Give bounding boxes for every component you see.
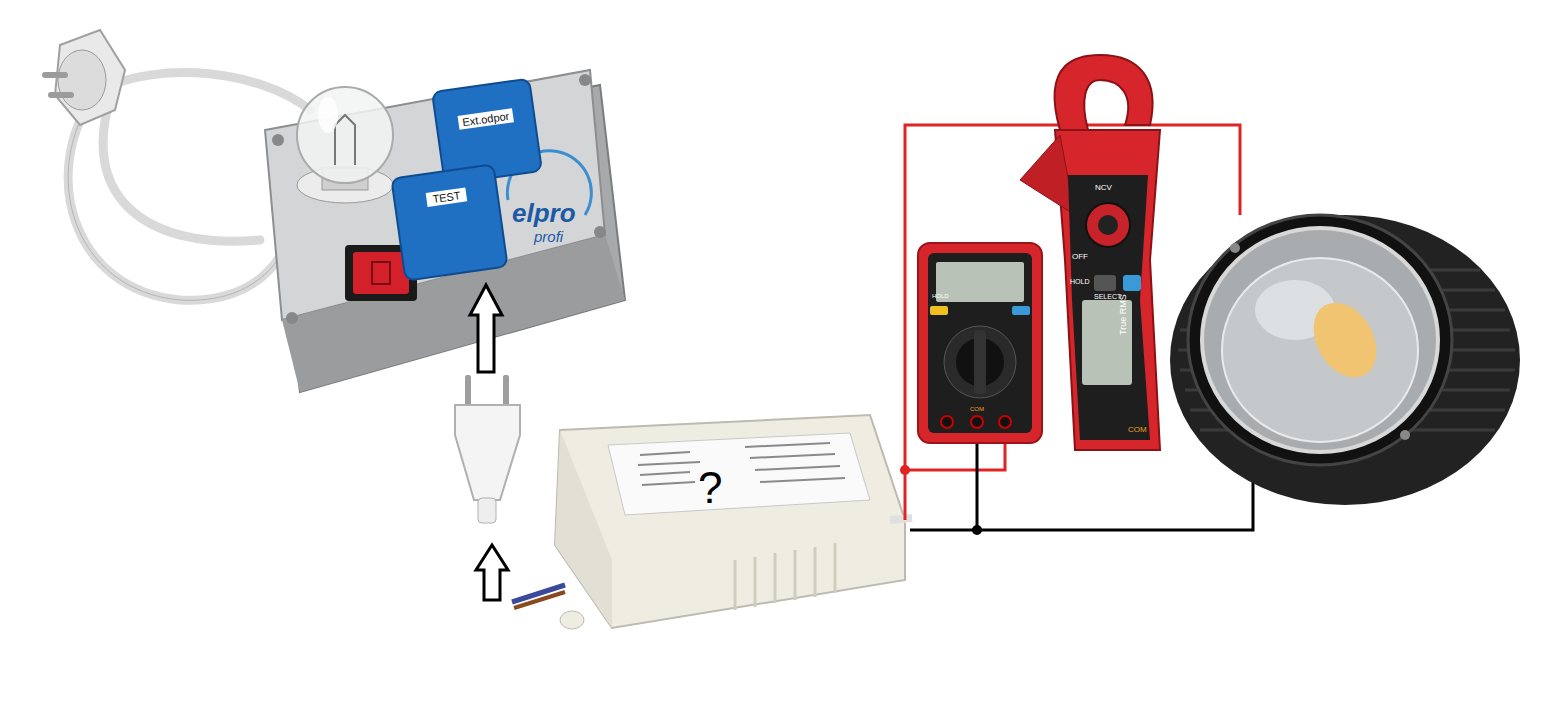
led-driver: ? — [660, 455, 760, 535]
meter-label: NCV — [1095, 183, 1112, 192]
meter-label: COM — [1128, 425, 1147, 434]
meter-label: OFF — [1072, 252, 1088, 261]
meter-label: True RMS — [1118, 294, 1128, 335]
test-box: elproprofi Ext.odporTEST — [262, 70, 622, 390]
meter-label: HOLD — [1070, 278, 1089, 285]
meter-label: HOLD — [932, 293, 949, 299]
socket: TEST — [390, 163, 509, 282]
meter-label: COM — [970, 406, 984, 412]
brand-logo: elpro — [512, 198, 576, 229]
socket-label: Ext.odpor — [458, 108, 515, 130]
question-mark: ? — [698, 463, 722, 513]
meter-label: SELECT — [1094, 293, 1121, 300]
brand-logo: profi — [534, 228, 563, 245]
socket-label: TEST — [426, 187, 468, 206]
